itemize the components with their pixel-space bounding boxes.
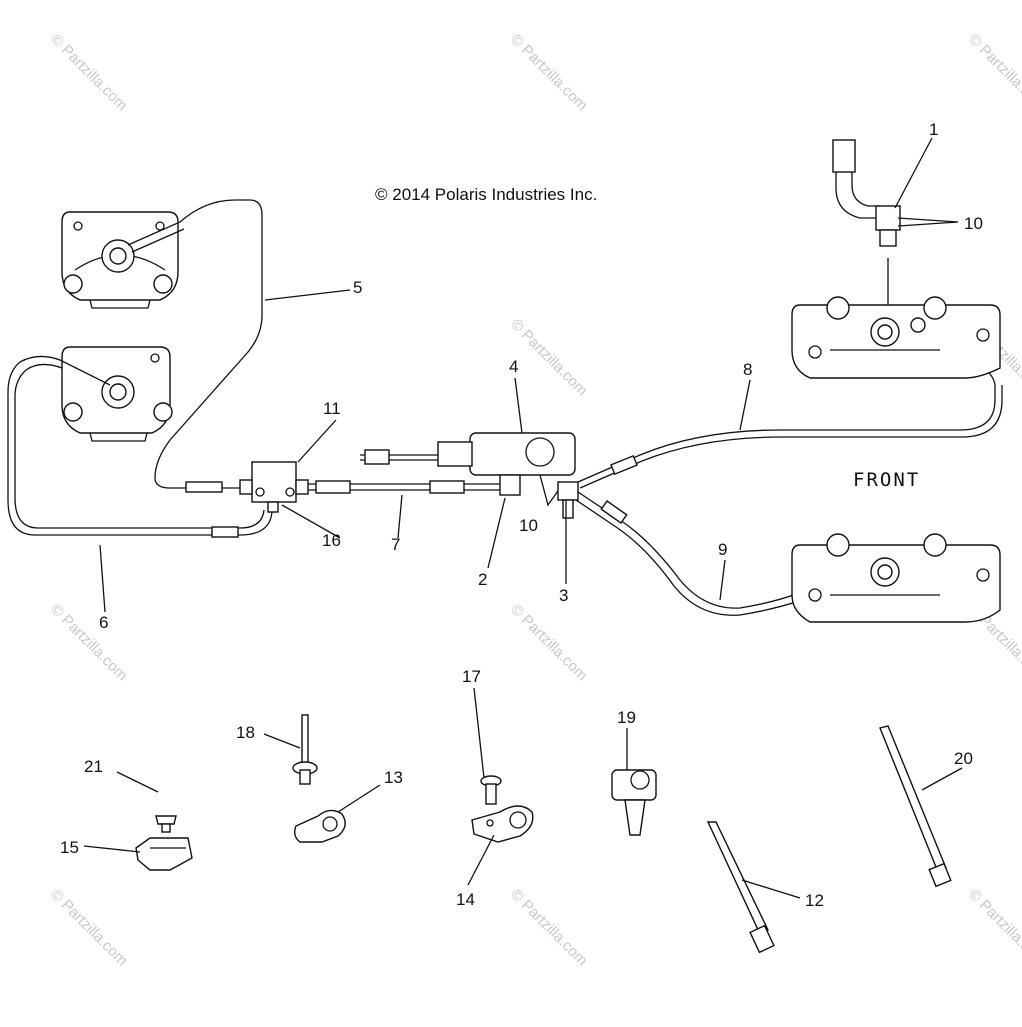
fitting-3 xyxy=(557,481,579,519)
rear-caliper-upper xyxy=(61,211,179,309)
clip-15 xyxy=(135,837,193,871)
master-cylinder xyxy=(360,432,576,507)
junction-block xyxy=(185,461,309,513)
watermark: © Partzilla.com xyxy=(507,886,590,969)
watermark: © Partzilla.com xyxy=(47,601,130,684)
rivet-18 xyxy=(292,714,318,785)
front-caliper-lower xyxy=(791,533,1001,623)
callout-10-lower: 10 xyxy=(519,516,538,535)
rear-caliper-lower xyxy=(61,346,173,442)
watermark: © Partzilla.com xyxy=(507,316,590,399)
clip-19 xyxy=(611,769,657,836)
watermark: © Partzilla.com xyxy=(507,601,590,684)
callout-21: 21 xyxy=(84,757,103,776)
callout-15: 15 xyxy=(60,838,79,857)
callout-2: 2 xyxy=(478,570,487,589)
screw-21 xyxy=(155,815,177,833)
watermark: © Partzilla.com xyxy=(47,31,130,114)
callout-labels: 1 2 3 4 5 6 7 8 9 10 10 11 12 13 14 15 1… xyxy=(60,120,983,910)
callout-19: 19 xyxy=(617,708,636,727)
leader-lines xyxy=(83,137,963,899)
callout-11: 11 xyxy=(323,399,341,418)
callout-16: 16 xyxy=(322,531,341,550)
callout-3: 3 xyxy=(559,586,568,605)
callout-14: 14 xyxy=(456,890,475,909)
callout-7: 7 xyxy=(391,535,400,554)
cable-tie-12 xyxy=(706,821,775,954)
callout-1: 1 xyxy=(929,120,938,139)
callout-18: 18 xyxy=(236,723,255,742)
callout-12: 12 xyxy=(805,891,824,910)
callout-8: 8 xyxy=(743,360,752,379)
watermark: © Partzilla.com xyxy=(507,31,590,114)
clamp-14 xyxy=(471,805,534,843)
copyright-text: © 2014 Polaris Industries Inc. xyxy=(375,185,597,204)
watermark: © Partzilla.com xyxy=(965,31,1022,114)
bolt-17 xyxy=(480,775,502,805)
callout-13: 13 xyxy=(384,768,403,787)
front-label: FRONT xyxy=(853,469,920,491)
clamp-13 xyxy=(293,809,346,843)
callout-9: 9 xyxy=(718,540,727,559)
front-caliper-upper xyxy=(791,139,1001,379)
callout-17: 17 xyxy=(462,667,481,686)
watermark-group: © Partzilla.com © Partzilla.com © Partzi… xyxy=(47,31,1022,969)
callout-10-upper: 10 xyxy=(964,214,983,233)
callout-6: 6 xyxy=(99,613,108,632)
brake-line-5 xyxy=(127,199,263,489)
brake-line-6 xyxy=(7,355,273,536)
callout-4: 4 xyxy=(509,357,518,376)
brake-line-9 xyxy=(577,491,831,609)
callout-5: 5 xyxy=(353,278,362,297)
watermark: © Partzilla.com xyxy=(47,886,130,969)
cable-tie-20 xyxy=(879,725,952,888)
callout-20: 20 xyxy=(954,749,973,768)
watermark: © Partzilla.com xyxy=(965,886,1022,969)
